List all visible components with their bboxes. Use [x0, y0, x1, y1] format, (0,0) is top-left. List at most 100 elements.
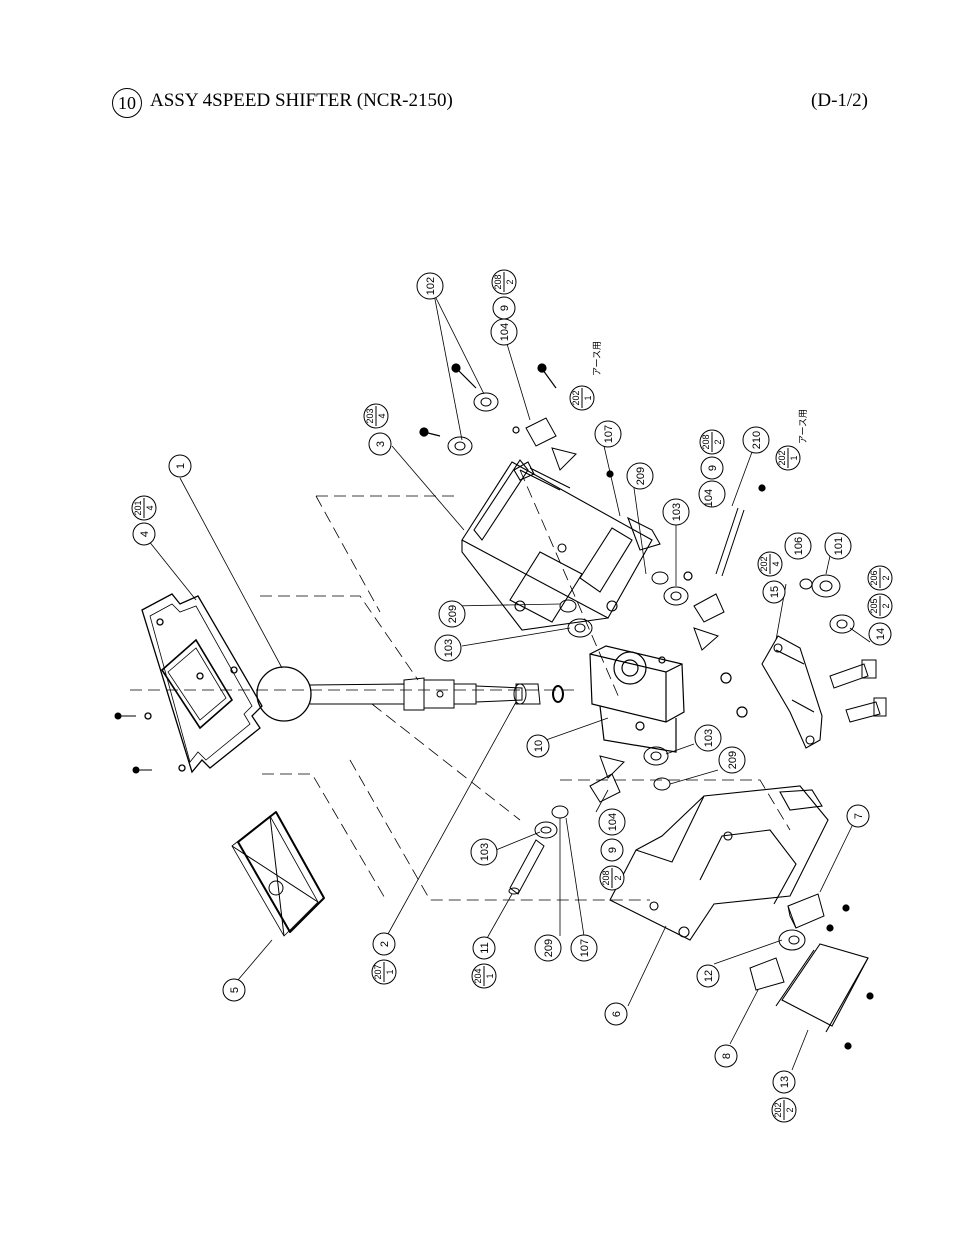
- svg-text:209: 209: [635, 467, 647, 485]
- svg-text:13: 13: [779, 1076, 791, 1088]
- washer-part-106: [799, 578, 813, 590]
- callout-15: 15: [762, 580, 786, 604]
- svg-text:207: 207: [373, 964, 383, 979]
- callout-9-lower: 9: [600, 838, 624, 862]
- earth-note-upper: アース用: [592, 341, 603, 376]
- svg-text:209: 209: [727, 751, 739, 769]
- callout-3: 3: [368, 432, 392, 456]
- callout-104-right: 104: [698, 480, 726, 508]
- svg-text:4: 4: [377, 413, 387, 418]
- svg-text:202: 202: [773, 1102, 783, 1117]
- grommets-102: [447, 392, 499, 456]
- svg-text:12: 12: [703, 970, 715, 982]
- callout-7: 7: [846, 804, 870, 828]
- leader-lines: [147, 293, 871, 1071]
- callout-209-center: 209: [718, 746, 746, 774]
- spring-part-210: [715, 507, 745, 577]
- callout-labels: 1 2 3 4 5 6 7 8 9 9 9 10 11 12 13 14 15 …: [132, 272, 892, 1094]
- svg-text:107: 107: [579, 939, 591, 957]
- svg-text:103: 103: [479, 843, 491, 861]
- svg-text:1: 1: [175, 463, 187, 469]
- svg-text:3: 3: [375, 441, 387, 447]
- callout-107-lower: 107: [570, 934, 598, 962]
- page-code: (D-1/2): [811, 90, 868, 111]
- bolt-part-14-a: [829, 659, 877, 689]
- svg-text:9: 9: [707, 465, 719, 471]
- callout-102: 102: [416, 272, 444, 300]
- page-title: ASSY 4SPEED SHIFTER (NCR-2150): [150, 90, 453, 111]
- svg-text:4: 4: [139, 531, 151, 537]
- callout-106: 106: [784, 532, 812, 560]
- svg-text:201: 201: [133, 500, 143, 515]
- assembly-guide-lines: [130, 469, 791, 901]
- callout-6: 6: [604, 1002, 628, 1026]
- svg-text:103: 103: [443, 639, 455, 657]
- shift-panel-part-5: [231, 811, 325, 937]
- svg-text:2: 2: [505, 279, 515, 284]
- right-bracket-part-15: [761, 635, 823, 749]
- svg-text:205: 205: [869, 598, 879, 613]
- svg-text:5: 5: [229, 987, 241, 993]
- callout-104-lower: 104: [598, 808, 626, 836]
- callout-209-upper: 209: [438, 600, 466, 628]
- svg-text:10: 10: [533, 740, 545, 752]
- callout-8: 8: [714, 1044, 738, 1068]
- callout-209-lower: 209: [534, 934, 562, 962]
- earth-note-right: アース用: [798, 409, 809, 444]
- svg-text:1: 1: [789, 455, 799, 460]
- bearing-center: [643, 746, 669, 766]
- svg-text:101: 101: [833, 537, 845, 555]
- callout-1: 1: [168, 454, 192, 478]
- callout-101: 101: [824, 532, 852, 560]
- callout-210: 210: [742, 426, 770, 454]
- block-part-8: [749, 957, 785, 991]
- svg-text:1: 1: [485, 973, 495, 978]
- svg-text:204: 204: [473, 968, 483, 983]
- svg-text:6: 6: [611, 1011, 623, 1017]
- svg-text:2: 2: [713, 439, 723, 444]
- shift-lever-part-1-2: [256, 666, 564, 722]
- bearing-right: [663, 586, 689, 606]
- switch-104-lower: [589, 755, 625, 803]
- earth-notes: アース用 アース用: [592, 341, 809, 444]
- pin-part-11: [508, 839, 545, 895]
- svg-text:208: 208: [701, 434, 711, 449]
- svg-text:2: 2: [881, 575, 891, 580]
- svg-text:103: 103: [671, 503, 683, 521]
- callout-9-right: 9: [700, 456, 724, 480]
- svg-text:2: 2: [881, 603, 891, 608]
- svg-text:104: 104: [607, 813, 619, 831]
- svg-text:209: 209: [447, 605, 459, 623]
- callout-14: 14: [868, 622, 892, 646]
- svg-text:4: 4: [145, 505, 155, 510]
- svg-text:2: 2: [613, 875, 623, 880]
- svg-text:1: 1: [583, 395, 593, 400]
- callout-4: 4: [132, 522, 156, 546]
- svg-text:9: 9: [607, 847, 619, 853]
- svg-text:7: 7: [853, 813, 865, 819]
- block-part-7: [787, 893, 825, 929]
- screw-left-top: [114, 712, 136, 720]
- roller-secondary: [829, 614, 855, 634]
- svg-text:103: 103: [703, 729, 715, 747]
- lower-bracket-part-6: [609, 785, 829, 941]
- svg-text:104: 104: [499, 323, 511, 341]
- svg-text:202: 202: [571, 390, 581, 405]
- svg-text:4: 4: [771, 561, 781, 566]
- svg-text:8: 8: [721, 1053, 733, 1059]
- bushing-209-d: [551, 805, 569, 819]
- svg-text:206: 206: [869, 570, 879, 585]
- callout-9-upper: 9: [492, 296, 516, 320]
